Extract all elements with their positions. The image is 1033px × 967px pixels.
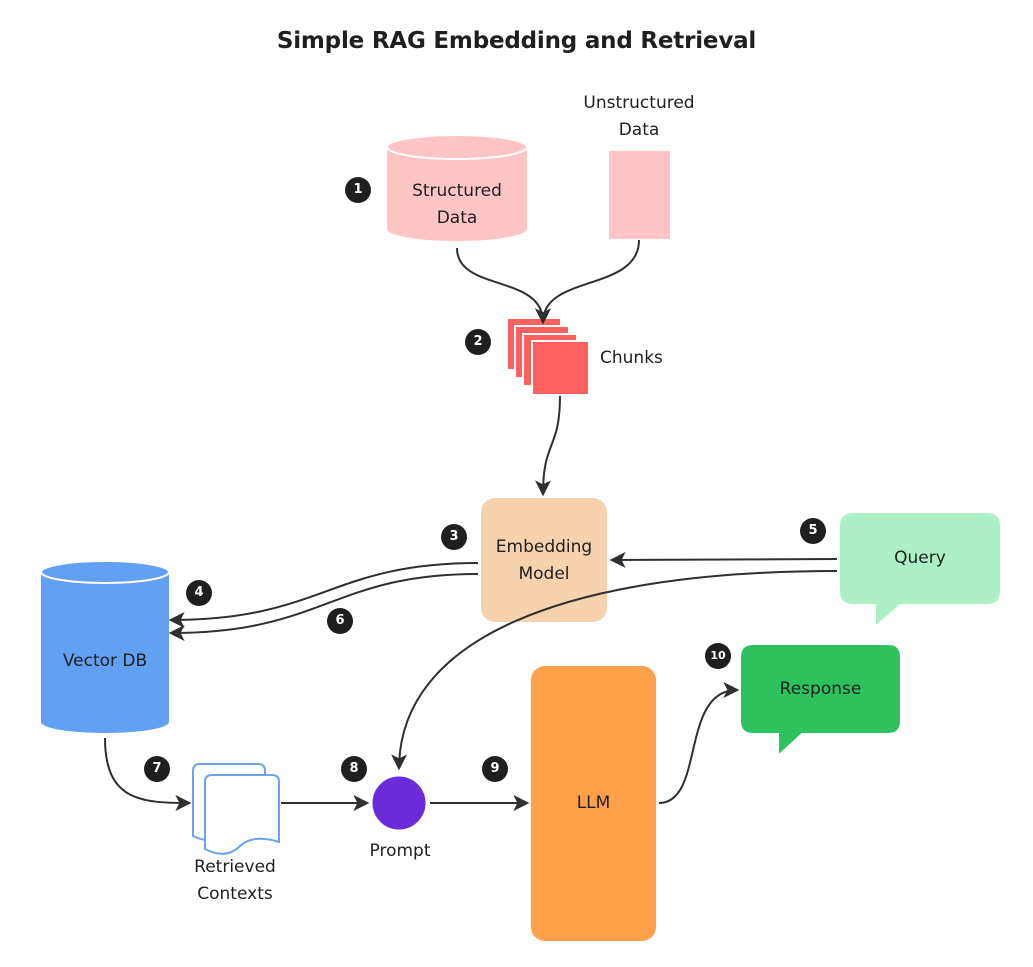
edge-structured-to-chunks [456, 247, 551, 325]
unstructured-data-label: Unstructured Data [583, 93, 695, 140]
edge-query-to-prompt [391, 570, 838, 771]
query-node [840, 513, 1000, 625]
step-badge-4: 4 [186, 580, 212, 606]
chunks-label: Chunks [600, 348, 663, 368]
step-badge-9: 9 [482, 756, 508, 782]
step-badge-8: 8 [341, 756, 367, 782]
unstructured-data-node [609, 151, 670, 239]
step-badge-10: 10 [705, 643, 731, 669]
llm-label: LLM [576, 793, 611, 813]
structured-data-label: Structured Data [412, 181, 502, 228]
prompt-label: Prompt [369, 841, 431, 861]
chunks-node [506, 317, 590, 396]
step-badge-6: 6 [327, 608, 353, 634]
edge-embedding-to-vectordb-6 [168, 573, 479, 641]
llm-node [531, 666, 656, 941]
vector-db-label: Vector DB [62, 651, 148, 671]
edge-query-to-embedding [609, 551, 838, 568]
embedding-model-node [481, 498, 607, 622]
response-node [739, 643, 902, 759]
embedding-model-label: Embedding Model [495, 537, 593, 584]
step-badge-7: 7 [144, 756, 170, 782]
edge-embedding-to-vectordb-4 [168, 562, 479, 628]
query-label: Query [894, 548, 946, 568]
edge-vectordb-to-contexts [104, 737, 192, 811]
edge-chunks-to-embedding [535, 395, 561, 497]
edge-llm-to-response [658, 682, 740, 804]
retrieved-contexts-node [192, 763, 280, 855]
step-badge-3: 3 [441, 524, 467, 550]
diagram-title: Simple RAG Embedding and Retrieval [276, 28, 757, 54]
step-badge-1: 1 [345, 177, 371, 203]
edge-unstructured-to-chunks [535, 239, 640, 325]
vector-db-node [40, 560, 170, 733]
response-label: Response [779, 679, 862, 699]
retrieved-contexts-label: Retrieved Contexts [194, 857, 276, 904]
structured-data-node [386, 134, 528, 241]
prompt-node [369, 773, 429, 833]
step-badge-2: 2 [465, 329, 491, 355]
step-badge-5: 5 [800, 518, 826, 544]
